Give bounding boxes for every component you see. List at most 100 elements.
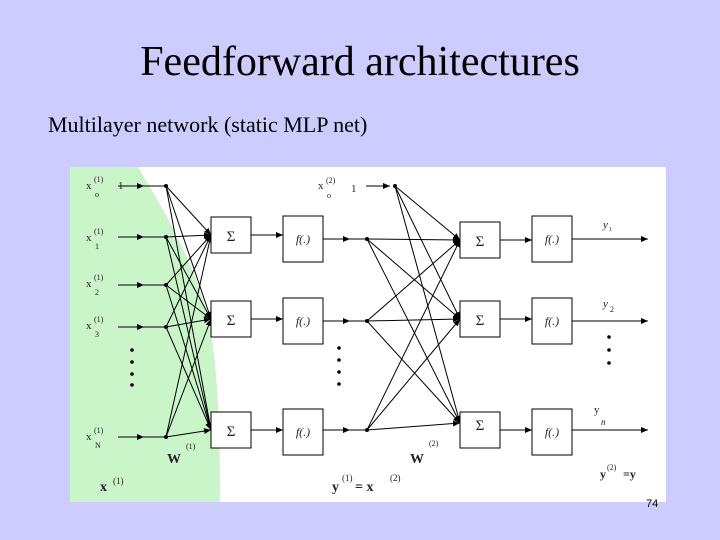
svg-text:1: 1 (609, 227, 612, 233)
sum-node-layer1: Σ (210, 411, 252, 449)
svg-text:n: n (601, 417, 606, 427)
weight-connection (165, 428, 212, 438)
middle-equation: y (1) = x (2) (332, 473, 401, 495)
svg-text:(1): (1) (94, 175, 104, 184)
ellipsis-dot (337, 370, 341, 374)
weight-connection (165, 234, 212, 328)
sum-node-layer2: Σ (459, 411, 501, 449)
page-number: 74 (646, 498, 659, 510)
svg-text:(2): (2) (390, 473, 401, 483)
activation-box-layer1: f(.) (282, 297, 324, 345)
svg-text:(1): (1) (94, 273, 104, 282)
svg-text:(2): (2) (429, 439, 439, 448)
svg-text:Σ: Σ (227, 313, 236, 329)
svg-text:y: y (594, 404, 600, 416)
input-vector-label: x (1) (100, 476, 124, 495)
svg-text:2: 2 (95, 288, 99, 297)
ellipsis-dot (337, 358, 341, 362)
ellipsis-dot (130, 383, 134, 387)
ellipsis-dot (607, 361, 611, 365)
svg-text:x: x (86, 232, 92, 244)
weight-connection (165, 284, 212, 320)
weight-connection (165, 185, 212, 320)
input-label-x0: x (1) o 1 (86, 175, 124, 199)
svg-text:x: x (86, 320, 92, 332)
weight-connection (165, 236, 212, 320)
input-label-xN: x (1) N (86, 426, 104, 450)
svg-text:W: W (410, 452, 424, 467)
svg-text:=y: =y (623, 467, 636, 481)
svg-text:(1): (1) (342, 473, 353, 483)
slide-title: Feedforward architectures (140, 39, 580, 85)
svg-text:f(.): f(.) (296, 232, 310, 246)
input-label-x1: x (1) 1 (86, 227, 104, 251)
ellipsis-dot (607, 335, 611, 339)
weight-connection (165, 236, 213, 431)
svg-text:(1): (1) (113, 476, 124, 486)
svg-text:f(.): f(.) (296, 314, 310, 328)
input-label-x2: x (1) 2 (86, 273, 104, 297)
output-equation: y (2) =y (600, 463, 636, 481)
slide-subtitle: Multilayer network (static MLP net) (48, 112, 368, 137)
weight-connection (394, 185, 461, 241)
activation-box-layer2: f(.) (531, 297, 573, 345)
svg-text:1: 1 (118, 180, 124, 192)
svg-text:Σ: Σ (476, 234, 485, 250)
ellipsis-dot (337, 346, 341, 350)
activation-box-layer1: f(.) (282, 408, 324, 456)
svg-text:f(.): f(.) (545, 232, 559, 246)
hidden-bias-label: x (2) o 1 (318, 176, 357, 200)
svg-text:x: x (86, 278, 92, 290)
svg-text:Σ: Σ (227, 229, 236, 245)
svg-text:o: o (327, 191, 331, 200)
svg-text:y: y (602, 298, 608, 310)
svg-text:x: x (318, 180, 324, 192)
svg-text:Σ: Σ (476, 313, 485, 329)
weight-label-w1: W (1) (167, 442, 196, 467)
svg-text:1: 1 (351, 183, 357, 195)
svg-text:1: 1 (95, 242, 99, 251)
ellipsis-dot (130, 360, 134, 364)
weight-connection (366, 238, 461, 320)
activation-box-layer1: f(.) (282, 215, 324, 263)
svg-text:Σ: Σ (227, 424, 236, 440)
weight-connection (394, 185, 461, 320)
svg-text:W: W (167, 452, 181, 467)
connection-lines (118, 183, 648, 440)
svg-text:N: N (95, 441, 101, 450)
sum-node-layer2: Σ (459, 300, 501, 338)
svg-text:x: x (100, 480, 107, 495)
output-label-y2: y 2 (602, 298, 614, 314)
svg-text:f(.): f(.) (545, 425, 559, 439)
sum-node-layer1: Σ (210, 216, 252, 254)
weight-connection (165, 232, 212, 239)
svg-text:Σ: Σ (476, 418, 485, 434)
output-label-y1: y 1 (602, 219, 612, 233)
input-region (70, 167, 220, 502)
weight-connection (165, 318, 212, 438)
weight-connection (165, 317, 212, 328)
sum-node-layer1: Σ (210, 300, 252, 338)
ellipsis-dot (130, 348, 134, 352)
svg-text:f(.): f(.) (545, 314, 559, 328)
ellipsis-dot (337, 382, 341, 386)
weight-connection (165, 284, 212, 431)
weight-connection (366, 239, 461, 322)
weight-connection (165, 234, 213, 438)
svg-text:= x: = x (355, 480, 373, 495)
svg-text:2: 2 (610, 305, 614, 314)
ellipsis-dot (607, 348, 611, 352)
svg-text:(1): (1) (94, 315, 104, 324)
activation-box-layer2: f(.) (531, 215, 573, 263)
svg-text:3: 3 (95, 330, 99, 339)
mlp-diagram-svg: Σ Σ Σ f(.) f(.) f(.) Σ Σ (70, 167, 648, 502)
weight-connection (366, 420, 461, 431)
weight-connection (366, 318, 461, 431)
svg-text:x: x (86, 431, 92, 443)
weight-connection (165, 185, 212, 236)
weight-connection (366, 236, 461, 243)
activation-box-layer2: f(.) (531, 408, 573, 456)
weight-connection (366, 238, 461, 424)
svg-text:(1): (1) (94, 227, 104, 236)
ellipsis-dot (130, 372, 134, 376)
